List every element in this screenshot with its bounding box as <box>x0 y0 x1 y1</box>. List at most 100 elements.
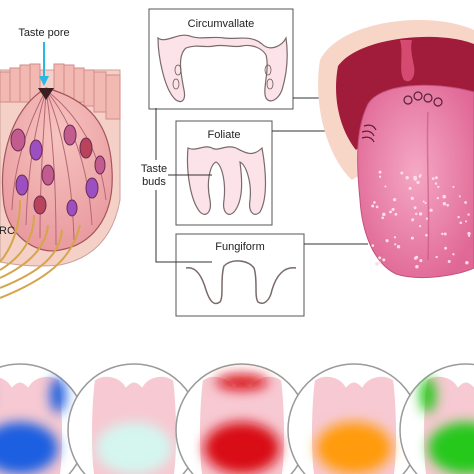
taste-buds-label-line2: buds <box>142 176 166 188</box>
tongue-map <box>399 363 474 474</box>
fungiform-dot <box>418 212 423 216</box>
nerve-fibers <box>0 199 81 299</box>
fungiform-dot <box>424 201 427 205</box>
fungiform-dot <box>411 218 415 222</box>
foliate-label: Foliate <box>207 129 240 141</box>
fungiform-dot <box>459 221 463 225</box>
fungiform-dot <box>431 177 435 180</box>
fungiform-dot <box>410 236 414 240</box>
taste-cells <box>10 124 106 217</box>
tongue-map-region <box>96 422 172 474</box>
fungiform-box <box>175 233 305 317</box>
fungiform-label: Fungiform <box>215 241 265 253</box>
fungiform-dot <box>394 212 398 216</box>
fungiform-dot <box>413 175 417 180</box>
fungiform-dot <box>378 175 382 178</box>
foliate-panel: Foliate <box>175 120 273 226</box>
fungiform-dot <box>408 186 412 190</box>
tongue-illustration <box>318 20 474 279</box>
fungiform-dot <box>435 255 438 259</box>
taste-pore-label: Taste pore <box>18 27 69 39</box>
fungiform-dot <box>435 176 438 180</box>
fungiform-dot <box>457 215 460 219</box>
fungiform-dot <box>378 256 382 260</box>
fungiform-dot <box>429 208 433 212</box>
tongue-body <box>357 84 474 279</box>
tongue-map <box>67 363 201 474</box>
fungiform-dot <box>416 180 420 185</box>
fungiform-dot <box>425 217 429 220</box>
taste-buds-label-line1: Taste <box>141 163 167 175</box>
fungiform-dot <box>446 203 449 207</box>
fungiform-papilla <box>185 260 297 305</box>
circumvallate-rings <box>403 91 443 107</box>
fungiform-dot <box>418 175 422 178</box>
fungiform-dot <box>373 201 376 204</box>
tongue-map <box>175 363 309 474</box>
fungiform-dot <box>458 195 461 198</box>
taste-buds-connectors <box>155 108 212 263</box>
fungiform-dot <box>371 204 375 208</box>
fungiform-dot <box>378 170 382 174</box>
fungiform-panel: Fungiform <box>175 233 305 317</box>
fungiform-dot <box>394 243 397 246</box>
fungiform-dot <box>443 232 447 236</box>
fungiform-dot <box>382 212 386 217</box>
fungiform-dot <box>467 234 471 238</box>
fungiform-dot <box>382 258 386 262</box>
taste-pore-arrowhead <box>39 76 49 86</box>
uvula <box>400 40 415 82</box>
fungiform-dot <box>447 260 451 263</box>
fungiform-dot <box>437 185 440 189</box>
fungiform-dot <box>464 220 468 223</box>
fungiform-dot <box>452 253 455 256</box>
fungiform-dots <box>371 170 471 269</box>
fungiform-dot <box>375 205 379 209</box>
fungiform-dot <box>371 244 375 247</box>
circumvallate-label: Circumvallate <box>188 18 255 30</box>
fungiform-dot <box>425 233 428 237</box>
tongue-map-region <box>204 374 280 474</box>
tongue-midline <box>426 111 430 261</box>
fungiform-dot <box>434 182 438 185</box>
fungiform-dot <box>464 201 467 204</box>
fungiform-dot <box>393 236 397 239</box>
fungiform-dot <box>436 196 439 200</box>
fungiform-dot <box>414 212 418 216</box>
foliate-folds <box>361 124 377 143</box>
circumvallate-papilla <box>157 34 288 103</box>
fungiform-dot <box>413 256 418 260</box>
fungiform-dot <box>385 239 389 243</box>
tongue-map <box>287 363 421 474</box>
tongue-map-region <box>0 377 66 474</box>
tongue-maps-row <box>0 363 474 474</box>
fungiform-dot <box>392 197 397 202</box>
fungiform-dot <box>452 185 455 188</box>
fungiform-dot <box>384 185 387 188</box>
circumvallate-buds <box>172 64 274 90</box>
taste-bud-cross-section: Taste pore RC <box>0 27 121 299</box>
cell-abbrev-label: RC <box>0 225 15 237</box>
pore-opening <box>38 88 54 100</box>
fungiform-dot <box>465 261 469 265</box>
fungiform-dot <box>467 213 470 216</box>
fungiform-dot <box>415 264 419 269</box>
fungiform-dot <box>413 206 417 210</box>
tongue-map-region <box>316 422 392 474</box>
foliate-papilla <box>186 146 267 215</box>
fungiform-dot <box>396 245 401 249</box>
fungiform-dot <box>400 171 404 175</box>
fungiform-dot <box>441 232 444 236</box>
fungiform-dot <box>381 216 385 220</box>
fungiform-dot <box>467 231 471 236</box>
fungiform-dot <box>378 261 381 264</box>
taste-bud-body <box>1 87 113 252</box>
tongue-map-region <box>420 377 474 474</box>
fungiform-dot <box>405 176 409 180</box>
circumvallate-panel: Circumvallate <box>148 8 294 110</box>
fungiform-dot <box>419 259 423 263</box>
fungiform-dot <box>375 262 379 266</box>
fungiform-dot <box>410 196 414 201</box>
fungiform-dot <box>444 246 447 250</box>
fungiform-dot <box>422 200 425 203</box>
